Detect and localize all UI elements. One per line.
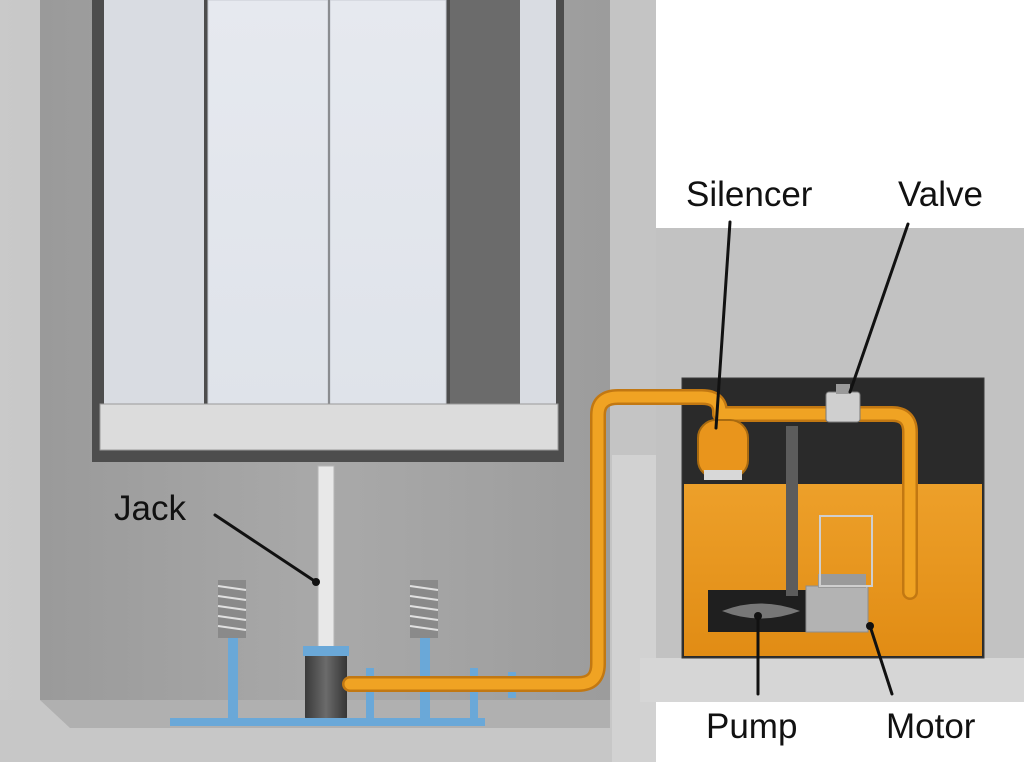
valve-handle <box>836 384 850 394</box>
jack-cap <box>303 646 349 656</box>
spring-buffer-icon <box>217 580 247 638</box>
jack-label: Jack <box>114 489 186 528</box>
jack-pointer-dot <box>312 578 320 586</box>
car-right-jamb <box>520 0 556 408</box>
buffer-base-rail <box>170 718 485 726</box>
pit-ledge <box>612 455 660 762</box>
pointer-lines <box>213 220 910 696</box>
spring-buffer-icon <box>409 580 439 638</box>
car-interior-shadow <box>450 0 520 408</box>
machine-room-floor <box>640 658 1024 702</box>
motor-label: Motor <box>886 707 976 746</box>
jack-plunger <box>317 465 335 653</box>
silencer-body <box>697 419 749 479</box>
pump-shaft <box>786 426 798 596</box>
pump-rotor <box>722 603 800 619</box>
pump-label: Pump <box>706 707 797 746</box>
car-door-left <box>207 0 329 405</box>
valve <box>825 384 861 423</box>
car-door-right <box>329 0 447 405</box>
motor-pointer-dot <box>866 622 874 630</box>
silencer-pointer <box>714 220 732 430</box>
car-sill <box>99 403 559 451</box>
jack-cylinder <box>305 648 347 720</box>
bottom-caption-area <box>656 702 1024 762</box>
silencer-base <box>704 470 742 480</box>
valve-label: Valve <box>898 175 983 214</box>
valve-body <box>825 391 861 423</box>
oil-pipe <box>342 389 918 692</box>
car-left-jamb <box>104 0 204 408</box>
jack-pointer <box>213 513 318 584</box>
room-caption-area <box>656 0 1024 228</box>
elevator-car <box>92 0 564 462</box>
motor-pointer <box>868 624 894 696</box>
left-buffer-post <box>228 638 238 720</box>
motor-body <box>805 585 869 633</box>
silencer <box>697 419 749 480</box>
oil-tank <box>681 377 985 659</box>
valve-pointer <box>848 222 910 394</box>
motor-wiring <box>819 515 873 587</box>
motor-cap <box>818 574 866 588</box>
pump-pointer-dot <box>754 612 762 620</box>
silencer-label: Silencer <box>686 175 813 214</box>
jack-assembly <box>303 465 349 720</box>
left-buffer <box>217 580 247 720</box>
